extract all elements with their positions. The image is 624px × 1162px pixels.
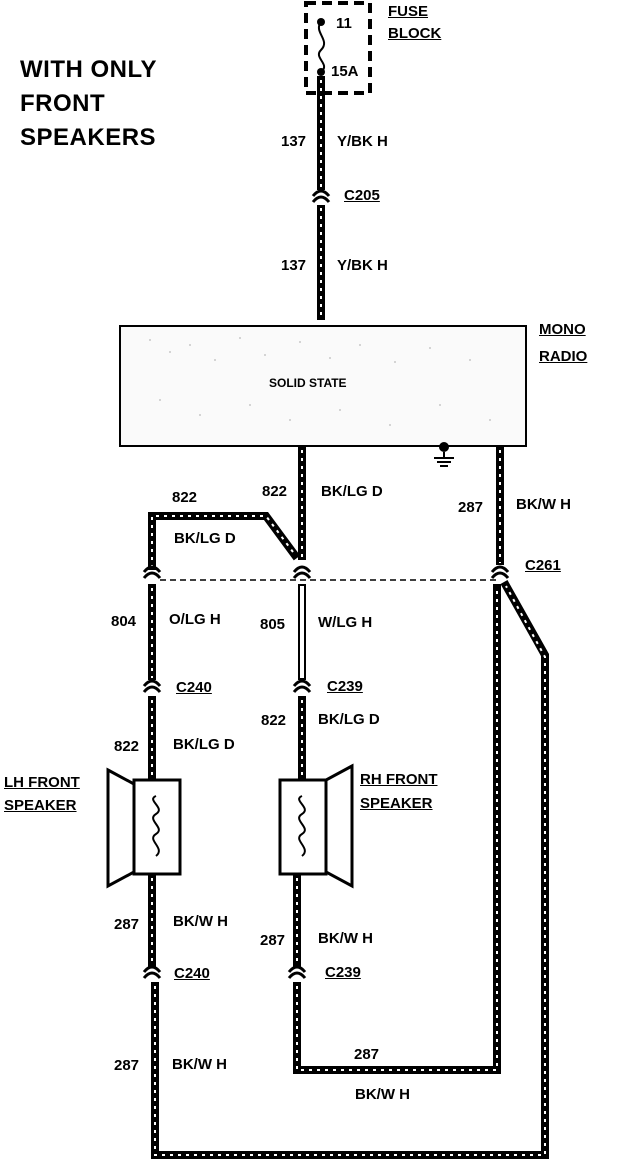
circuit-287-lh-color: BK/W H <box>173 913 228 930</box>
circuit-287-lh-bottom-color: BK/W H <box>172 1056 227 1073</box>
connector-c240-top <box>142 679 162 693</box>
connector-c239-top-label: C239 <box>327 678 363 695</box>
circuit-822-lh-color: BK/LG D <box>173 736 235 753</box>
wire-287-rh-loop <box>293 584 501 1074</box>
circuit-805-color: W/LG H <box>318 614 373 631</box>
connector-c261-label: C261 <box>525 557 561 574</box>
circuit-822-lh-num: 822 <box>114 738 140 755</box>
lh-speaker-label-1: LH FRONT <box>4 774 80 791</box>
connector-c261 <box>490 565 510 579</box>
ground-icon <box>434 442 454 467</box>
connector-left-top <box>142 565 162 579</box>
circuit-287-lh-bottom-num: 287 <box>114 1057 140 1074</box>
circuit-805-num: 805 <box>260 616 286 633</box>
radio-inner-text: SOLID STATE <box>269 376 347 390</box>
fuse-icon <box>318 21 326 73</box>
circuit-822-top-num: 822 <box>172 489 198 506</box>
rh-speaker-label-1: RH FRONT <box>360 771 438 788</box>
circuit-822-rh-color: BK/LG D <box>318 711 380 728</box>
fuse-number: 11 <box>336 15 352 32</box>
circuit-287-right-color: BK/W H <box>516 496 571 513</box>
rh-speaker-label-2: SPEAKER <box>360 795 433 812</box>
circuit-804-num: 804 <box>111 613 137 630</box>
wire-287-lh-loop <box>151 580 549 1159</box>
circuit-287-bottom-h-color: BK/W H <box>355 1086 410 1103</box>
connector-center-top <box>292 565 312 579</box>
radio-label-2: RADIO <box>539 348 588 365</box>
circuit-287-bottom-h-num: 287 <box>354 1046 380 1063</box>
connector-c239-top <box>292 679 312 693</box>
connector-c239-bottom <box>287 965 307 979</box>
radio-stipple <box>149 337 491 426</box>
circuit-822-top-color: BK/LG D <box>174 530 236 547</box>
circuit-137-b-num: 137 <box>281 257 307 274</box>
connector-c240-bottom <box>142 965 162 979</box>
diagram-title-line1: WITH ONLY <box>20 56 157 83</box>
diagram-title-line3: SPEAKERS <box>20 124 157 151</box>
radio-box <box>119 325 527 447</box>
fuse-block-label-1: FUSE <box>388 3 429 20</box>
fuse-block-label-2: BLOCK <box>388 25 442 42</box>
circuit-287-lh-num: 287 <box>114 916 140 933</box>
circuit-822-rh-num: 822 <box>261 712 287 729</box>
connector-c239-bottom-label: C239 <box>325 964 361 981</box>
lh-speaker-label-2: SPEAKER <box>4 797 77 814</box>
lh-speaker-icon <box>106 767 182 889</box>
rh-speaker-icon <box>278 763 354 889</box>
fuse-rating: 15A <box>331 63 359 80</box>
circuit-287-right-num: 287 <box>458 499 484 516</box>
circuit-137-b-color: Y/BK H <box>337 257 388 274</box>
radio-label-1: MONO <box>539 321 586 338</box>
wire-822-loop <box>148 512 301 570</box>
circuit-287-rh-num: 287 <box>260 932 286 949</box>
circuit-804-color: O/LG H <box>169 611 221 628</box>
connector-c205 <box>311 189 331 203</box>
circuit-822-mid-color: BK/LG D <box>321 483 383 500</box>
circuit-287-rh-color: BK/W H <box>318 930 373 947</box>
connector-c240-bottom-label: C240 <box>174 965 210 982</box>
circuit-137-a-color: Y/BK H <box>337 133 388 150</box>
connector-c205-label: C205 <box>344 187 380 204</box>
diagram-title-line2: FRONT <box>20 90 106 117</box>
circuit-822-mid-num: 822 <box>262 483 288 500</box>
circuit-137-a-num: 137 <box>281 133 307 150</box>
connector-c240-top-label: C240 <box>176 679 212 696</box>
fuse-block-box <box>304 1 372 95</box>
